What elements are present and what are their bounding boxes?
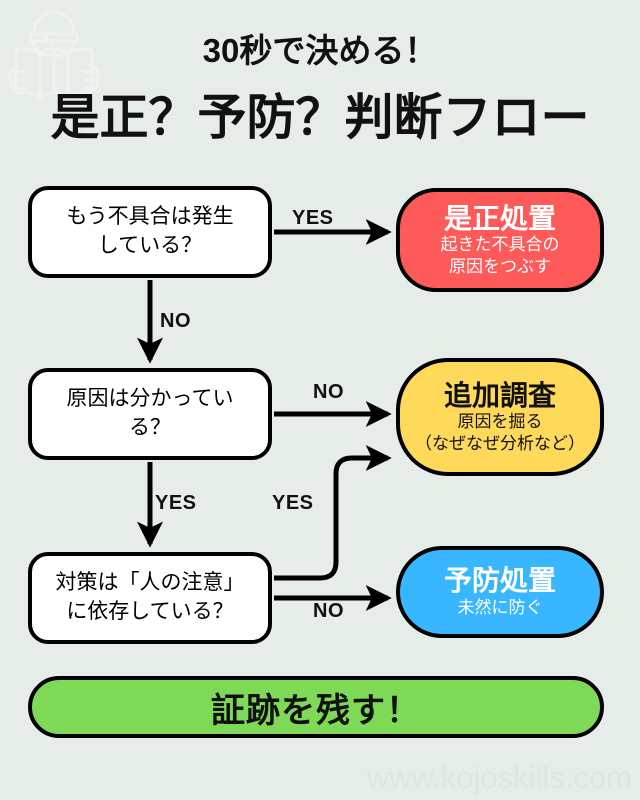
q1-line2: している？: [97, 234, 203, 257]
decision-box-q1[interactable]: もう不具合は発生 している？: [28, 186, 272, 278]
investigate-title: 追加調査: [443, 379, 556, 411]
person-reading-book-logo: [8, 10, 100, 100]
subtitle: 30秒で決める！: [202, 32, 438, 69]
page-title: 是正？予防？判断フロー: [50, 91, 590, 145]
decision-box-q2[interactable]: 原因は分かってい る？: [28, 368, 272, 460]
q3-line2: に依存している？: [66, 600, 234, 623]
evidence-banner-label: 証跡を残す！: [211, 691, 421, 730]
edge-q3-yes: [274, 445, 392, 581]
outcome-box-corrective[interactable]: 是正処置 起きた不具合の 原因をつぶす: [396, 188, 604, 292]
edge-label-q2-yes: YES: [155, 492, 197, 514]
corrective-sub1: 起きた不具合の: [440, 234, 560, 254]
q3-line1: 対策は「人の注意」: [55, 571, 245, 595]
preventive-sub1: 未然に防ぐ: [457, 597, 543, 617]
q1-line1: もう不具合は発生: [66, 205, 234, 229]
evidence-banner[interactable]: 証跡を残す！: [28, 676, 604, 738]
corrective-sub2: 原因をつぶす: [449, 256, 551, 276]
edge-label-q1-no: NO: [160, 310, 191, 332]
edge-label-q3-yes: YES: [272, 492, 314, 514]
decision-box-q3[interactable]: 対策は「人の注意」 に依存している？: [28, 552, 272, 644]
q2-line2: る？: [128, 416, 171, 439]
corrective-title: 是正処置: [443, 202, 556, 234]
outcome-box-investigate[interactable]: 追加調査 原因を掘る （なぜなぜ分析など）: [396, 358, 604, 476]
edge-label-q3-no: NO: [313, 600, 344, 622]
investigate-sub1: 原因を掘る: [457, 411, 543, 431]
edge-label-q2-no: NO: [313, 381, 344, 403]
investigate-sub2: （なぜなぜ分析など）: [415, 433, 585, 453]
outcome-box-preventive[interactable]: 予防処置 未然に防ぐ: [396, 546, 604, 638]
edge-label-q1-yes: YES: [292, 207, 334, 229]
q2-line1: 原因は分かってい: [66, 387, 234, 411]
site-url-watermark: www.kojoskills.com: [366, 760, 632, 795]
preventive-title: 予防処置: [443, 565, 556, 597]
